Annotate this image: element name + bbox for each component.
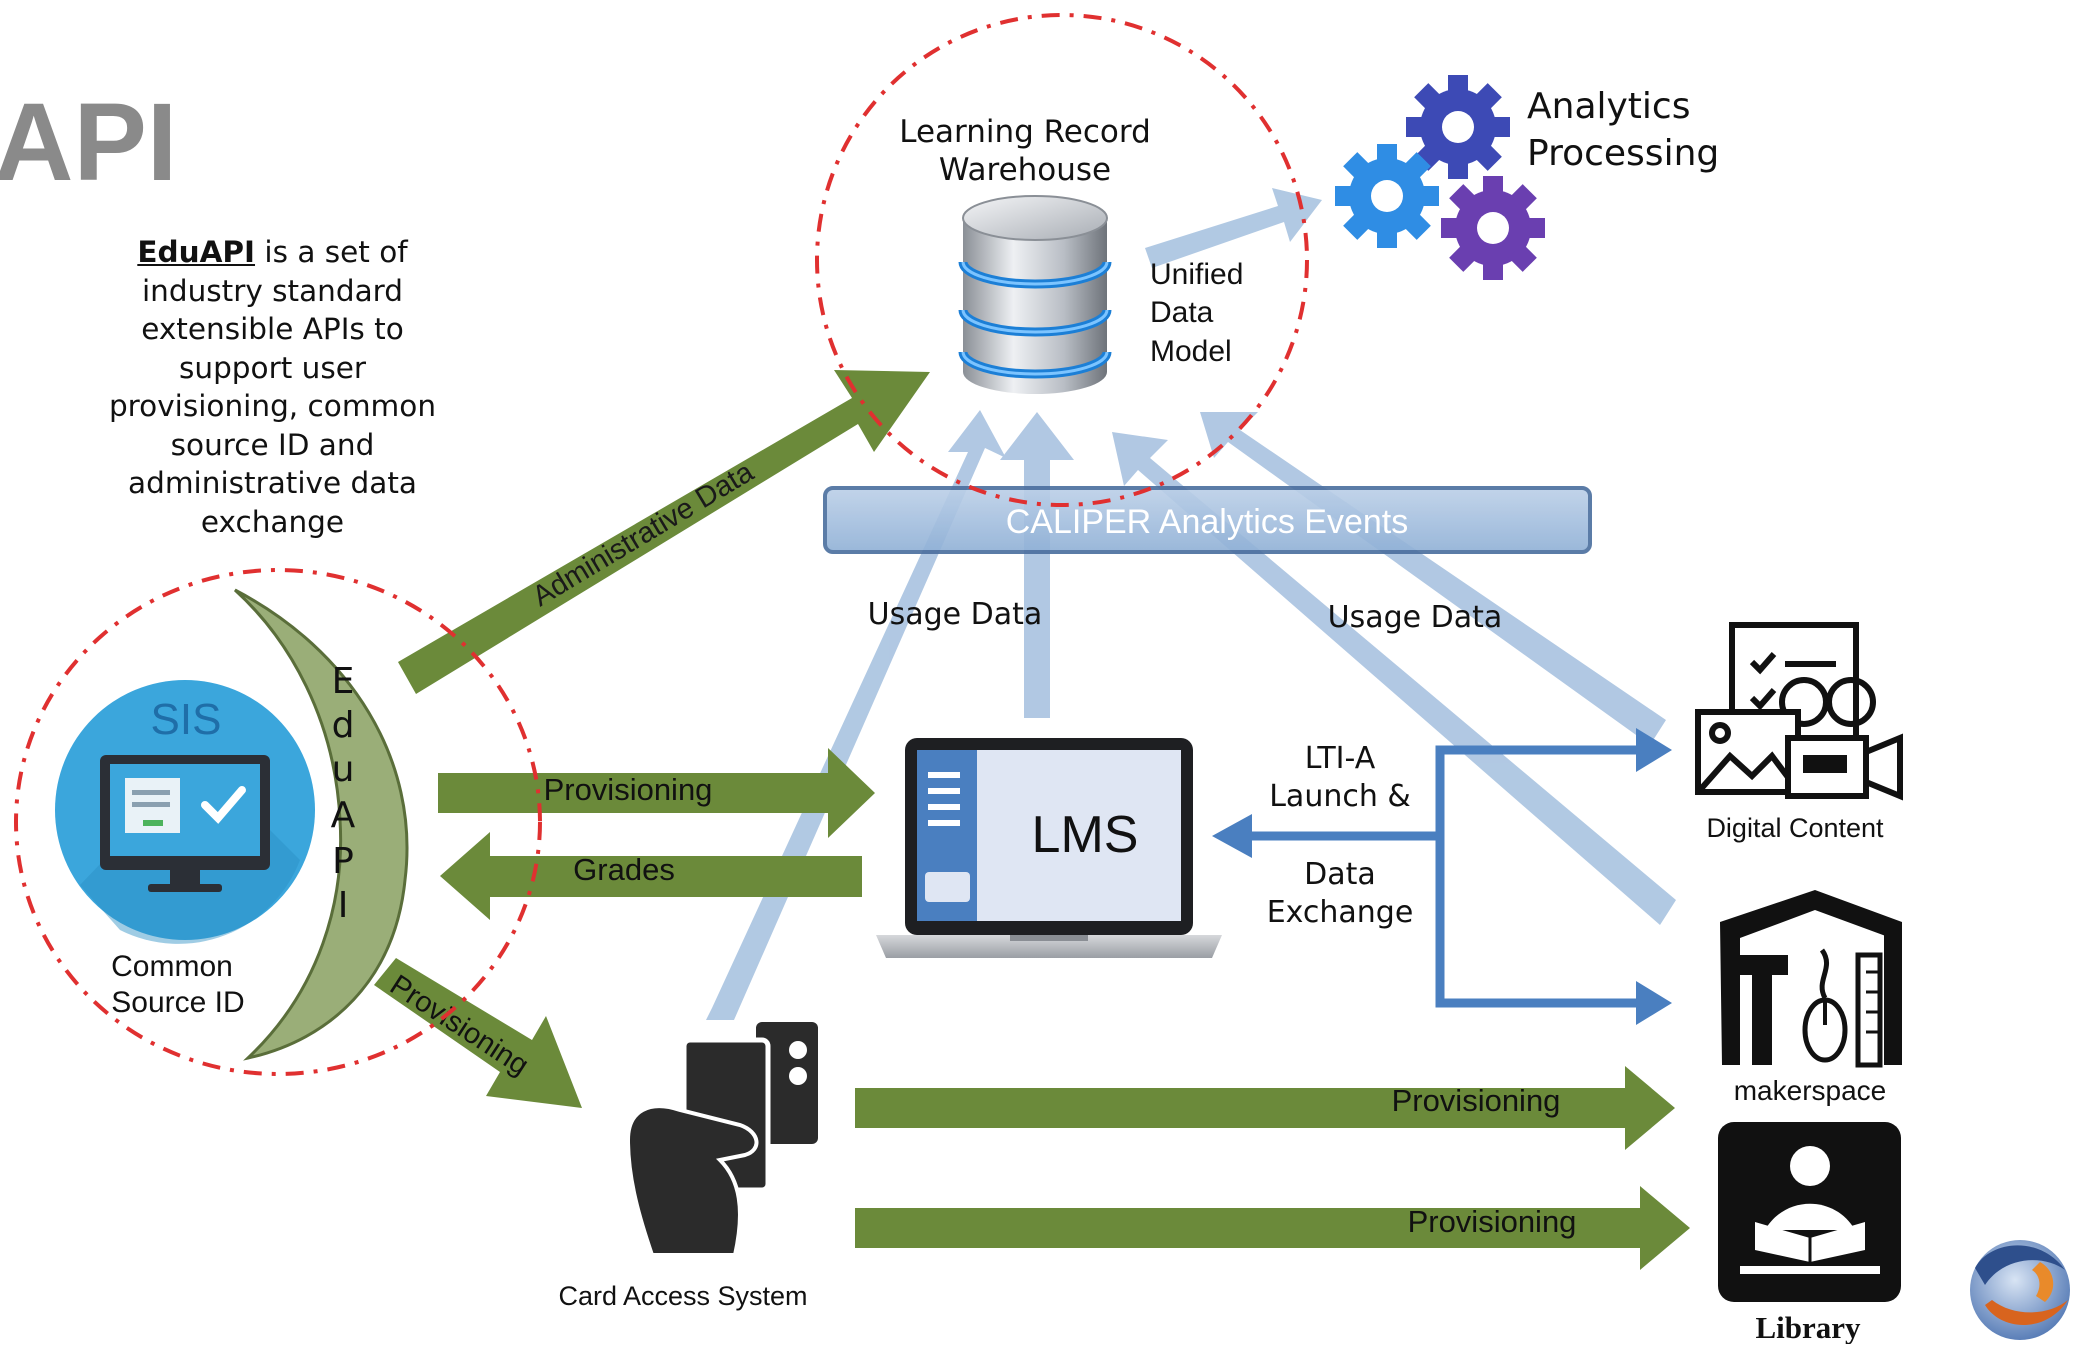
page-title: API bbox=[0, 81, 177, 204]
svg-text:I: I bbox=[338, 885, 349, 926]
green-arrows bbox=[374, 370, 1690, 1270]
card-access-label: Card Access System bbox=[558, 1281, 807, 1311]
eduapi-crescent bbox=[233, 588, 409, 1061]
unified-line1: Unified bbox=[1150, 258, 1243, 291]
usage-data-label-right: Usage Data bbox=[1328, 600, 1503, 635]
eduapi-letters: E d u A P I bbox=[331, 661, 356, 926]
eduapi-term: EduAPI bbox=[137, 235, 256, 269]
usage-data-label-left: Usage Data bbox=[868, 597, 1043, 632]
card-access-icon bbox=[625, 1022, 818, 1257]
checkmark-icon bbox=[201, 786, 246, 824]
provisioning-library-label: Provisioning bbox=[1408, 1204, 1577, 1239]
library-icon bbox=[1718, 1122, 1901, 1302]
globe-logo-icon bbox=[1970, 1240, 2070, 1340]
caliper-label: CALIPER Analytics Events bbox=[1006, 503, 1409, 541]
eduapi-description: EduAPI is a set of industry standard ext… bbox=[105, 233, 440, 541]
unified-line3: Model bbox=[1150, 335, 1232, 368]
usage-arrow-makerspace bbox=[1112, 432, 1676, 925]
analytics-line2: Processing bbox=[1527, 133, 1719, 174]
unified-arrow bbox=[1145, 188, 1322, 268]
provisioning-card-label: Provisioning bbox=[384, 969, 534, 1082]
unified-line2: Data bbox=[1150, 296, 1214, 329]
lti-line1: LTI-A bbox=[1305, 741, 1376, 776]
administrative-data-label: Administrative Data bbox=[527, 456, 760, 613]
lti-line3: Data bbox=[1304, 857, 1376, 892]
laptop-icon bbox=[876, 738, 1222, 958]
usage-arrow-lms bbox=[1000, 412, 1074, 718]
sis-dashed-circle bbox=[14, 568, 542, 1076]
makerspace-label: makerspace bbox=[1734, 1075, 1887, 1106]
lms-label: LMS bbox=[1032, 806, 1139, 864]
provisioning-card-arrow bbox=[374, 958, 582, 1108]
digital-content-label: Digital Content bbox=[1706, 813, 1884, 843]
svg-text:A: A bbox=[331, 795, 356, 836]
provisioning-lms-label: Provisioning bbox=[544, 772, 713, 807]
warehouse-title-line2: Warehouse bbox=[939, 152, 1111, 188]
provisioning-makerspace-arrow bbox=[855, 1066, 1675, 1150]
sis-group: SIS Common Source ID bbox=[55, 680, 315, 1019]
database-icon bbox=[958, 195, 1112, 394]
digital-content-icon bbox=[1695, 622, 1903, 801]
provisioning-lms-arrow bbox=[438, 748, 875, 838]
gear-icon bbox=[1335, 75, 1545, 280]
sis-caption-line1: Common bbox=[111, 950, 233, 983]
library-label: Library bbox=[1755, 1310, 1861, 1344]
lti-arrowhead-makerspace bbox=[1636, 981, 1672, 1025]
lti-arrowhead-digital bbox=[1636, 728, 1672, 772]
lti-line2: Launch & bbox=[1269, 779, 1411, 814]
lti-arrows bbox=[1248, 745, 1640, 1008]
administrative-data-arrow bbox=[398, 370, 930, 694]
lti-line4: Exchange bbox=[1267, 895, 1414, 930]
lti-arrowhead-lms bbox=[1212, 814, 1252, 858]
svg-text:P: P bbox=[332, 841, 354, 882]
analytics-line1: Analytics bbox=[1527, 86, 1690, 127]
svg-text:E: E bbox=[332, 661, 355, 702]
provisioning-makerspace-label: Provisioning bbox=[1392, 1083, 1561, 1118]
svg-text:u: u bbox=[332, 749, 355, 790]
warehouse-dashed-circle bbox=[815, 13, 1309, 507]
sis-label: SIS bbox=[151, 695, 222, 744]
sis-caption-line2: Source ID bbox=[111, 986, 244, 1019]
grades-arrow bbox=[440, 832, 862, 920]
warehouse-title-line1: Learning Record bbox=[899, 114, 1151, 150]
caliper-band bbox=[823, 486, 1592, 554]
eduapi-description-text: is a set of industry standard extensible… bbox=[108, 235, 437, 539]
svg-text:d: d bbox=[332, 705, 355, 746]
makerspace-icon bbox=[1720, 890, 1902, 1068]
provisioning-library-arrow bbox=[855, 1186, 1690, 1270]
grades-label: Grades bbox=[573, 852, 675, 887]
